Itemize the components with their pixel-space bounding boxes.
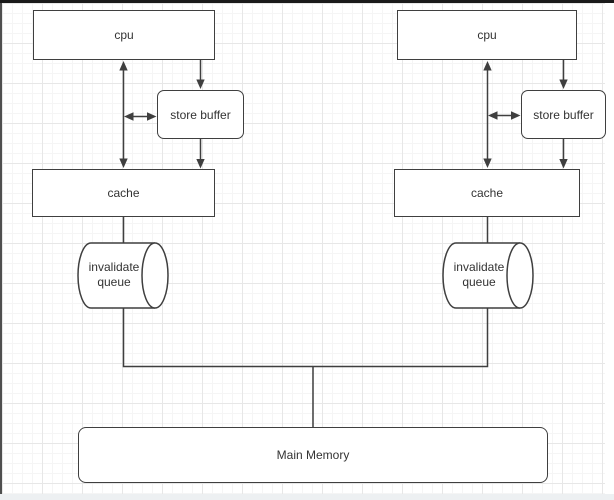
node-main-memory-label: Main Memory <box>276 448 350 462</box>
bottom-edge-strip <box>0 494 614 500</box>
node-store-buffer-right-label: store buffer <box>533 107 594 122</box>
edge-storebuffer-cache-right <box>559 139 568 169</box>
edge-line-storebuffer-left <box>124 112 157 121</box>
node-main-memory: Main Memory <box>78 427 548 483</box>
node-cache-right-label: cache <box>470 186 504 200</box>
edge-caches-mainmemory <box>122 217 489 428</box>
queue-right-line1: invalidate <box>453 260 505 274</box>
top-edge-strip <box>0 0 614 3</box>
node-invalidate-queue-right-label: invalidate queue <box>443 260 515 290</box>
node-store-buffer-right: store buffer <box>521 90 606 139</box>
queue-left-line1: invalidate <box>88 260 140 274</box>
edge-cpu-cache-right <box>483 61 492 168</box>
left-edge-strip <box>0 0 2 500</box>
node-cpu-left-label: cpu <box>114 28 134 42</box>
node-invalidate-queue-right <box>442 242 534 309</box>
node-cache-left: cache <box>32 169 215 217</box>
node-cache-right: cache <box>394 169 580 217</box>
node-cpu-right-label: cpu <box>477 28 497 42</box>
edge-line-storebuffer-right <box>488 111 521 120</box>
node-store-buffer-left-label: store buffer <box>170 107 231 122</box>
node-cpu-right: cpu <box>397 10 577 60</box>
queue-left-line2: queue <box>97 275 131 289</box>
node-invalidate-queue-left <box>77 242 169 309</box>
node-store-buffer-left: store buffer <box>157 90 244 139</box>
edge-cpu-storebuffer-left <box>196 60 205 89</box>
edge-cpu-cache-left <box>119 61 128 168</box>
edge-storebuffer-cache-left <box>196 139 205 169</box>
queue-right-line2: queue <box>462 275 496 289</box>
node-invalidate-queue-left-label: invalidate queue <box>78 260 150 290</box>
node-cpu-left: cpu <box>33 10 215 60</box>
node-cache-left-label: cache <box>107 186 140 200</box>
edge-cpu-storebuffer-right <box>559 60 568 89</box>
